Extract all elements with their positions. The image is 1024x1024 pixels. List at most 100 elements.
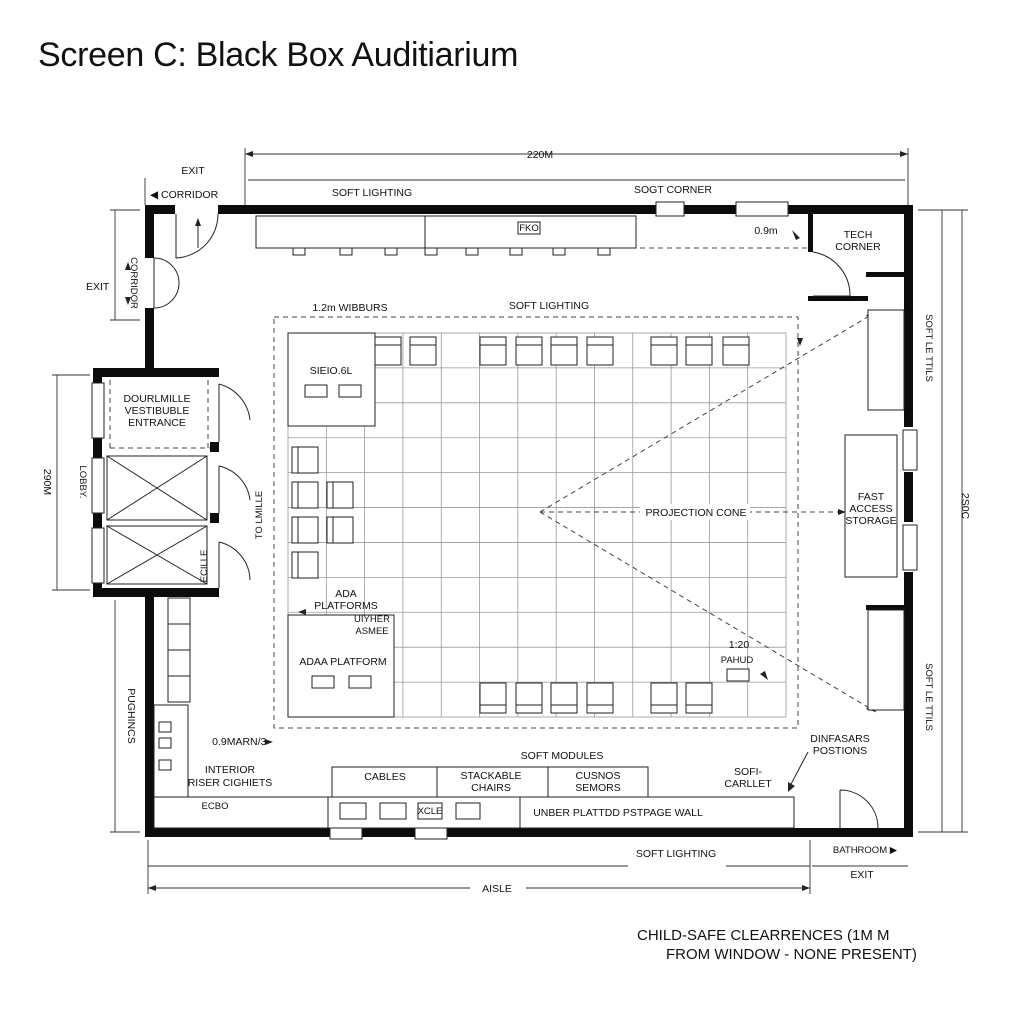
- seat-module: [586, 682, 614, 714]
- scale-label-2: PAHUD: [721, 655, 754, 666]
- light-fixture: [339, 247, 353, 256]
- exit-left-label: EXIT: [86, 281, 110, 293]
- uiyher-label-1: UIYHER: [354, 614, 390, 625]
- seat-module: [291, 516, 319, 544]
- tech-corner-label-1: TECH: [844, 229, 873, 241]
- seat-module: [374, 336, 402, 366]
- seat-module: [479, 682, 507, 714]
- seat-module: [311, 675, 335, 689]
- right-side-equipment: [844, 309, 905, 711]
- light-fixture: [384, 247, 398, 256]
- cables-label: CABLES: [364, 771, 405, 783]
- to-mile-label: TO LMILLE: [254, 491, 265, 539]
- stackable-label-2: CHAIRS: [471, 782, 511, 794]
- exit-bottom-label: EXIT: [850, 869, 874, 881]
- vestibule: [106, 380, 210, 585]
- scale-label-1: 1:20: [729, 639, 750, 651]
- stackable-label-1: STACKABLE: [460, 770, 521, 782]
- soft-lites-right-bottom-label: SOFT LE TTILS: [923, 663, 934, 731]
- arrow-icon: [760, 671, 768, 680]
- light-fixture: [552, 247, 566, 256]
- fast-storage-label-3: STORAGE: [845, 515, 896, 527]
- doors: [153, 213, 879, 829]
- sofi-label-1: SOFI-: [734, 766, 763, 778]
- soft-lites-right-top-label: SOFT LE TTILS: [923, 314, 934, 382]
- ecbo-label: ECBO: [202, 801, 229, 812]
- clear-09m-bottom-label: 0.9MARN/3-: [212, 736, 270, 748]
- dimension-width: 220M: [527, 149, 553, 161]
- dimension-height-left: 290M: [41, 469, 53, 495]
- label-bg: [470, 880, 526, 896]
- width-12m-label: 1.2m WIBBURS: [312, 302, 387, 314]
- vestibule-label-1: DOURLMILLE: [123, 393, 190, 405]
- ada-platform: [287, 614, 395, 718]
- corridor-vertical-label: CORRIDOR: [128, 257, 139, 309]
- seat-module: [685, 682, 713, 714]
- cusnos-label-1: CUSNOS: [576, 770, 621, 782]
- seat-module: [409, 336, 437, 366]
- seat-module: [326, 516, 354, 544]
- clearance-note-line-1: CHILD-SAFE CLEARRENCES (1M M: [637, 927, 890, 944]
- xcle-label: XCLE: [418, 806, 443, 817]
- seat-module: [722, 336, 750, 366]
- light-fixture: [509, 247, 523, 256]
- arrow-icon: [788, 782, 795, 792]
- cusnos-label-2: SEMORS: [575, 782, 621, 794]
- left-dimensions: [52, 209, 140, 833]
- leader-line: [789, 751, 809, 787]
- projection-cone-label: PROJECTION CONE: [646, 507, 747, 519]
- seat-module: [348, 675, 372, 689]
- top-dimensions: [144, 148, 909, 205]
- fko-label: FKO: [519, 223, 539, 234]
- corridor-label: ◀ CORRIDOR: [150, 189, 219, 201]
- light-fixture: [292, 247, 306, 256]
- seat-modules: [291, 336, 750, 714]
- aisle-label: AISLE: [482, 883, 512, 895]
- soft-corner-label: SOGT CORNER: [634, 184, 712, 196]
- soft-lighting-top-label: SOFT LIGHTING: [332, 187, 412, 199]
- clearance-note-line-2: FROM WINDOW - NONE PRESENT): [666, 946, 917, 963]
- seat-module: [726, 668, 750, 682]
- vestibule-label-2: VESTIBUBLE: [125, 405, 190, 417]
- fast-storage-label-2: ACCESS: [849, 503, 892, 515]
- seat-module: [650, 336, 678, 366]
- under-platform-label: UNBER PLATTDD PSTPAGE WALL: [533, 807, 703, 819]
- seat-module: [291, 446, 319, 474]
- grid-border: [287, 332, 787, 718]
- seat-module: [650, 682, 678, 714]
- interior-label-1: INTERIOR: [205, 764, 256, 776]
- arrow-icon: [797, 338, 803, 346]
- performance-area-boundary: [273, 316, 799, 729]
- dimension-height-right: 2S0C: [959, 493, 971, 520]
- exit-top-label: EXIT: [181, 165, 205, 177]
- clearance-09m-label: 0.9m: [754, 225, 778, 237]
- bathroom-label: BATHROOM ▶: [833, 845, 898, 856]
- soft-modules-label: SOFT MODULES: [521, 750, 604, 762]
- ada-platforms-label-1: ADA: [335, 588, 357, 600]
- vestibule-label-3: ENTRANCE: [128, 417, 186, 429]
- seat-module: [326, 481, 354, 509]
- ada-platform-label: ADAA PLATFORM: [299, 656, 386, 668]
- stage-soft-zone: [287, 332, 376, 427]
- soft-lighting-mid-label: SOFT LIGHTING: [509, 300, 589, 312]
- lobby-label: LOBBY.: [77, 465, 88, 498]
- seat-module: [685, 336, 713, 366]
- dinfasars-label-1: DINFASARS: [810, 733, 870, 745]
- pughincs-label: PUGHINCS: [125, 688, 137, 743]
- arrow-icon: [792, 230, 800, 240]
- top-light-fixtures: [292, 247, 611, 256]
- ecille-label: ECILLE: [199, 550, 210, 583]
- tech-corner-label-2: CORNER: [835, 241, 881, 253]
- seat-module: [479, 336, 507, 366]
- seat-module: [515, 336, 543, 366]
- seat-module: [515, 682, 543, 714]
- riser-cabinets: [153, 597, 270, 826]
- soft-lighting-bottom-label: SOFT LIGHTING: [636, 848, 716, 860]
- ada-platforms-label-2: PLATFORMS: [314, 600, 377, 612]
- arrow-icon: [298, 609, 306, 615]
- seat-module: [338, 384, 362, 398]
- seat-module: [550, 682, 578, 714]
- seat-module: [550, 336, 578, 366]
- interior-label-2: RISER CIGHIETS: [188, 777, 273, 789]
- fast-storage-label-1: FAST: [858, 491, 885, 503]
